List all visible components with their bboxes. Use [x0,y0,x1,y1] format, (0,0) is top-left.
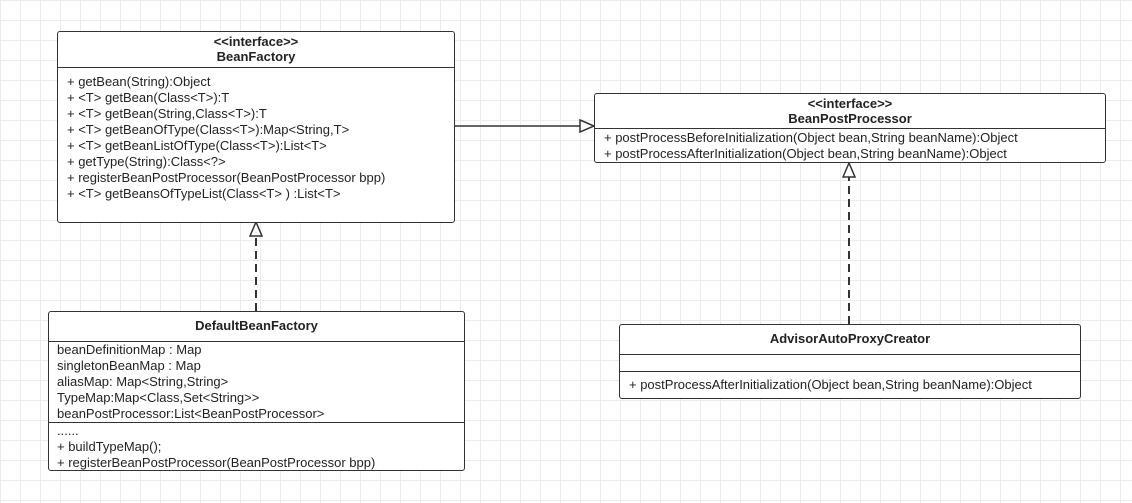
attribute: TypeMap:Map<Class,Set<String>> [57,390,260,405]
attribute: beanPostProcessor:List<BeanPostProcessor… [57,406,325,421]
class-beanfactory[interactable]: <<interface>> BeanFactory + getBean(Stri… [57,31,455,223]
attributes: beanDefinitionMap : Map singletonBeanMap… [49,342,464,423]
method: + registerBeanPostProcessor(BeanPostProc… [57,455,376,470]
stereotype: <<interface>> [807,96,893,111]
class-defaultbeanfactory[interactable]: DefaultBeanFactory beanDefinitionMap : M… [48,311,465,471]
class-beanpostprocessor[interactable]: <<interface>> BeanPostProcessor + postPr… [594,93,1106,163]
method: + postProcessBeforeInitialization(Object… [604,130,1018,145]
attribute: beanDefinitionMap : Map [57,342,202,357]
attribute: aliasMap: Map<String,String> [57,374,229,389]
method: + <T> getBeanOfType(Class<T>):Map<String… [67,122,350,137]
method: + buildTypeMap(); [57,439,162,454]
method: + postProcessAfterInitialization(Object … [604,146,1007,161]
method: + <T> getBean(Class<T>):T [67,90,230,105]
class-header: AdvisorAutoProxyCreator [620,325,1080,355]
method: + <T> getBeansOfTypeList(Class<T> ) :Lis… [67,186,341,201]
attribute: singletonBeanMap : Map [57,358,201,373]
realization-defaultbeanfactory-to-beanfactory [248,220,264,311]
method: + postProcessAfterInitialization(Object … [629,377,1032,392]
method: + <T> getBeanListOfType(Class<T>):List<T… [67,138,327,153]
method: + registerBeanPostProcessor(BeanPostProc… [67,170,386,185]
realization-advisor-to-beanpostprocessor [841,161,857,324]
class-name: BeanPostProcessor [788,111,912,126]
class-advisorautoproxycreator[interactable]: AdvisorAutoProxyCreator + postProcessAft… [619,324,1081,399]
class-name: DefaultBeanFactory [195,318,318,333]
method: + getType(String):Class<?> [67,154,226,169]
class-name: AdvisorAutoProxyCreator [769,331,931,346]
class-name: BeanFactory [216,49,296,64]
class-header: <<interface>> BeanPostProcessor [595,94,1105,129]
method: + <T> getBean(String,Class<T>):T [67,106,267,121]
class-header: <<interface>> BeanFactory [58,32,454,68]
method: + getBean(String):Object [67,74,211,89]
attributes [620,355,1080,372]
methods: + postProcessBeforeInitialization(Object… [595,129,1105,162]
methods: + getBean(String):Object + <T> getBean(C… [58,68,454,202]
class-header: DefaultBeanFactory [49,312,464,342]
stereotype: <<interface>> [213,34,299,49]
methods: ...... + buildTypeMap(); + registerBeanP… [49,423,464,471]
association-beanfactory-to-beanpostprocessor [454,118,596,134]
methods: + postProcessAfterInitialization(Object … [620,372,1080,393]
method: ...... [57,423,79,438]
